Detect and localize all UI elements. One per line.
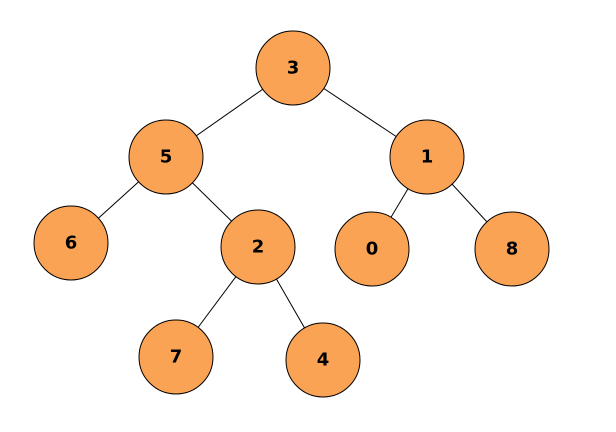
- node-label: 6: [65, 233, 78, 254]
- node-circle: [255, 30, 331, 106]
- node-circle: [220, 209, 296, 285]
- node-label: 3: [287, 58, 300, 79]
- edges-layer: [70, 67, 513, 361]
- node-circle: [33, 205, 109, 281]
- node-circle: [128, 119, 204, 195]
- node-circle: [389, 119, 465, 195]
- node-circle: [474, 211, 550, 287]
- node-label: 4: [317, 350, 330, 371]
- node-circle: [334, 211, 410, 287]
- tree-node-root: 3: [255, 30, 331, 106]
- node-label: 0: [366, 239, 379, 260]
- node-circle: [138, 319, 214, 395]
- tree-node-root-right: 1: [389, 119, 465, 195]
- tree-node-left-left: 6: [33, 205, 109, 281]
- nodes-layer: 3 5 1 6 2 0 8 7: [33, 30, 550, 398]
- node-label: 1: [421, 147, 434, 168]
- tree-node-left-right: 2: [220, 209, 296, 285]
- node-label: 7: [170, 347, 183, 368]
- tree-node-lr-left: 7: [138, 319, 214, 395]
- tree-node-root-left: 5: [128, 119, 204, 195]
- node-circle: [285, 322, 361, 398]
- node-label: 8: [506, 239, 519, 260]
- tree-node-right-right: 8: [474, 211, 550, 287]
- node-label: 2: [252, 237, 265, 258]
- tree-node-right-left: 0: [334, 211, 410, 287]
- tree-node-lr-right: 4: [285, 322, 361, 398]
- node-label: 5: [160, 147, 173, 168]
